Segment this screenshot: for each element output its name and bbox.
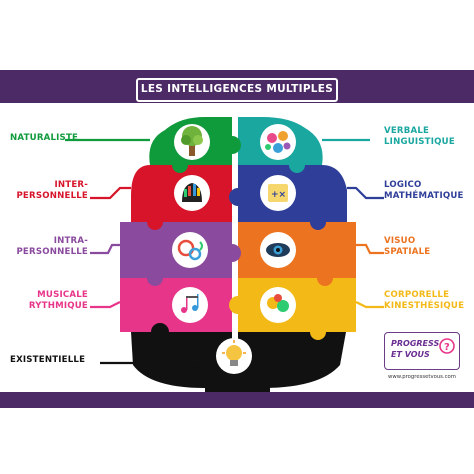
poster: LES INTELLIGENCES MULTIPLES <box>0 70 474 408</box>
logo-line2: ET VOUS <box>391 350 430 359</box>
label-line: LINGUISTIQUE <box>384 137 455 147</box>
label-line: MUSICALE <box>37 290 88 300</box>
label-line: VISUO <box>384 236 416 246</box>
puzzle-knob <box>223 136 241 154</box>
brain-lobe-visuo <box>238 222 356 278</box>
puzzle-knob <box>310 324 326 340</box>
label-line: MATHÉMATIQUE <box>384 191 464 201</box>
puzzle-knob <box>229 188 247 206</box>
label-musicale: MUSICALE RYTHMIQUE <box>10 290 88 312</box>
label-corporelle: CORPORELLE KINESTHÉSIQUE <box>384 290 464 312</box>
label-interpersonnelle: INTER- PERSONNELLE <box>10 180 88 202</box>
label-line: SPATIALE <box>384 247 431 257</box>
connector-line <box>347 186 384 200</box>
label-line: PERSONNELLE <box>16 247 88 257</box>
puzzle-knob <box>229 296 247 314</box>
logo-box: PROGRESS ET VOUS ? <box>384 332 460 370</box>
label-line: NATURALISTE <box>10 133 79 143</box>
puzzle-knob <box>317 270 333 286</box>
label-verbale: VERBALE LINGUISTIQUE <box>384 126 455 148</box>
puzzle-knob <box>310 214 326 230</box>
puzzle-knob <box>289 157 305 173</box>
label-line: VERBALE <box>384 126 430 136</box>
puzzle-knob <box>223 244 241 262</box>
label-line: INTRA- <box>53 236 88 246</box>
logo-url: www.progressetvous.com <box>388 374 456 380</box>
label-line: INTER- <box>54 180 88 190</box>
connector-line <box>90 243 120 255</box>
label-line: PERSONNELLE <box>16 191 88 201</box>
label-visuo: VISUO SPATIALE <box>384 236 430 258</box>
logo-line1: PROGRESS <box>391 339 440 348</box>
label-existentielle: EXISTENTIELLE <box>10 355 85 366</box>
lightbulb-icon <box>216 338 252 374</box>
poster-title: LES INTELLIGENCES MULTIPLES <box>140 83 334 95</box>
title-band: LES INTELLIGENCES MULTIPLES <box>0 70 474 103</box>
label-intrapersonnelle: INTRA- PERSONNELLE <box>10 236 88 258</box>
label-line: KINESTHÉSIQUE <box>384 301 465 311</box>
svg-text:?: ? <box>444 342 450 353</box>
connector-line <box>100 361 201 369</box>
puzzle-knob <box>147 214 163 230</box>
label-line: RYTHMIQUE <box>28 301 88 311</box>
label-line: EXISTENTIELLE <box>10 355 86 365</box>
connector-line <box>90 301 121 309</box>
speech-bubbles-icon <box>260 124 296 160</box>
music-notes-icon <box>172 287 208 323</box>
connector-line <box>355 301 384 309</box>
puzzle-knob <box>147 270 163 286</box>
question-bubble-icon: ? <box>439 338 455 354</box>
puzzle-knob <box>172 157 188 173</box>
brand-logo: PROGRESS ET VOUS ? www.progressetvous.co… <box>384 332 460 386</box>
running-figure-icon <box>260 287 296 323</box>
brain-lobe-corporelle <box>238 278 356 332</box>
eye-icon <box>260 232 296 268</box>
label-line: LOGICO <box>384 180 422 190</box>
connector-line <box>90 186 131 200</box>
brain-diagram: +× <box>65 117 384 392</box>
svg-text:+×: +× <box>271 190 286 200</box>
label-logico: LOGICO MATHÉMATIQUE <box>384 180 464 202</box>
connector-line <box>356 243 384 255</box>
title-box: LES INTELLIGENCES MULTIPLES <box>136 78 338 102</box>
bottom-band <box>0 392 474 408</box>
brain-gears-icon <box>172 232 208 268</box>
people-icon <box>174 175 210 211</box>
puzzle-knob <box>151 323 169 341</box>
label-line: CORPORELLE <box>384 290 450 300</box>
tree-icon <box>174 124 210 160</box>
label-naturaliste: NATURALISTE <box>10 133 79 144</box>
math-symbols-icon: +× <box>260 175 296 211</box>
